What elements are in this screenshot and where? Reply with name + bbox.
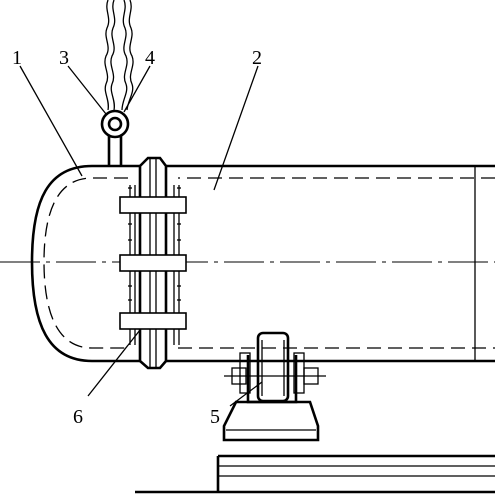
label-1: 1 (12, 47, 22, 69)
ground-base (135, 454, 495, 494)
vessel-shell (30, 164, 495, 363)
lifting-chain (104, 0, 134, 111)
roller-support (222, 331, 326, 442)
lifting-ring (100, 109, 130, 166)
label-3: 3 (59, 47, 69, 69)
label-2: 2 (252, 47, 262, 69)
flange-joint (119, 156, 187, 370)
label-5: 5 (210, 406, 220, 428)
leader-lines (19, 65, 263, 407)
label-4: 4 (145, 47, 155, 69)
label-6: 6 (73, 406, 83, 428)
